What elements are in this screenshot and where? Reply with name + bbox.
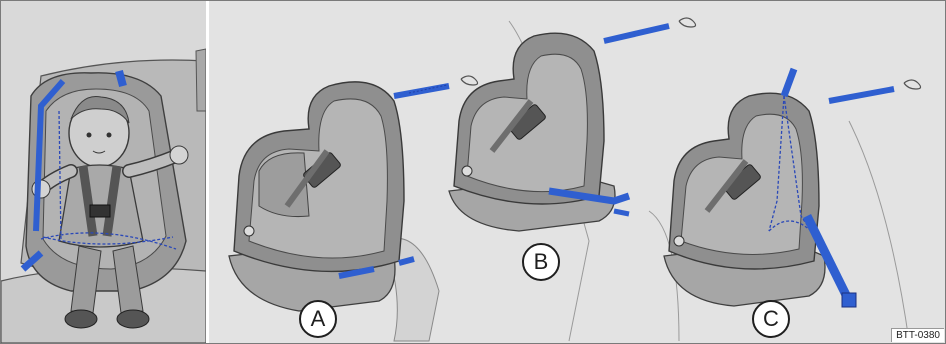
label-c: C xyxy=(752,300,790,338)
seat-c-drawing xyxy=(664,69,921,307)
seat-b-drawing xyxy=(449,18,696,231)
child-in-seat-panel xyxy=(1,1,209,343)
seat-a-drawing xyxy=(229,76,478,311)
installation-variants-drawing xyxy=(209,1,945,343)
installation-variants-panel: A B C xyxy=(209,1,945,343)
label-b: B xyxy=(522,243,560,281)
reference-code: BTT-0380 xyxy=(891,328,944,342)
label-a: A xyxy=(299,300,337,338)
child-in-seat-drawing xyxy=(1,1,206,343)
